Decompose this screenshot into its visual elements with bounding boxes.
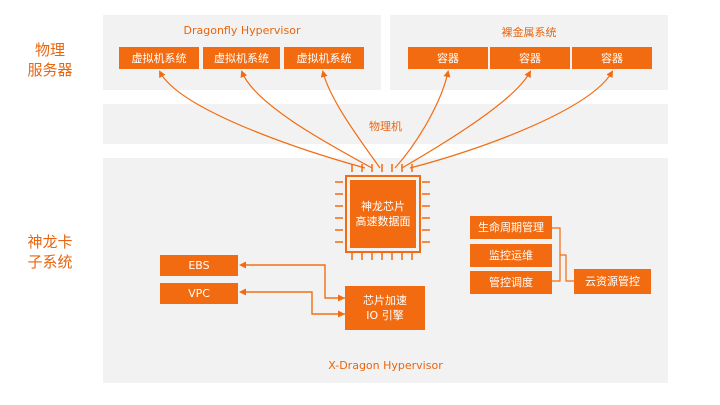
shenlong-card-label-line1: 神龙卡 [27, 233, 73, 251]
shenlong-card-label: 神龙卡 子系统 [20, 232, 80, 272]
chip-label-line1: 神龙芯片 [361, 200, 405, 213]
lifecycle-box: 生命周期管理 [470, 216, 552, 239]
vm-system-box-1: 虚拟机系统 [119, 47, 199, 69]
curve-to-vm-3 [320, 70, 381, 169]
physical-server-label: 物理 服务器 [20, 40, 80, 80]
curve-to-container-3 [409, 70, 614, 169]
physical-server-label-line2: 服务器 [27, 61, 73, 79]
curve-to-container-2 [401, 70, 531, 169]
container-box-1: 容器 [408, 47, 488, 69]
shenlong-card-label-line2: 子系统 [27, 253, 73, 271]
management-bracket [552, 227, 574, 282]
monitoring-box: 监控运维 [470, 244, 552, 267]
io-engine-label-line1: 芯片加速 [363, 294, 407, 307]
vpc-box: VPC [160, 283, 238, 304]
curve-to-vm-1 [159, 70, 366, 169]
curve-to-vm-2 [240, 70, 373, 169]
vm-system-box-3: 虚拟机系统 [284, 47, 364, 69]
dragonfly-title: Dragonfly Hypervisor [183, 24, 301, 37]
shenlong-chip: 神龙芯片 高速数据面 [345, 175, 421, 253]
vm-system-box-2: 虚拟机系统 [203, 47, 280, 69]
physical-machine-label: 物理机 [369, 120, 402, 133]
container-box-2: 容器 [490, 47, 570, 69]
bare-metal-title: 裸金属系统 [501, 26, 557, 39]
line-accel-ebs [243, 264, 345, 302]
container-box-3: 容器 [572, 47, 652, 69]
io-engine-label-line2: IO 引擎 [366, 309, 404, 322]
physical-server-label-line1: 物理 [34, 41, 65, 59]
curve-to-container-1 [394, 70, 451, 169]
ebs-box: EBS [160, 255, 238, 276]
xdragon-title: X-Dragon Hypervisor [328, 359, 443, 372]
cloud-resource-box: 云资源管控 [574, 269, 651, 294]
chip-label-line2: 高速数据面 [355, 215, 411, 228]
line-accel-vpc [243, 291, 345, 318]
physical-machine-band [103, 104, 668, 144]
scheduling-box: 管控调度 [470, 271, 552, 294]
io-engine-box: 芯片加速 IO 引擎 [345, 286, 425, 330]
